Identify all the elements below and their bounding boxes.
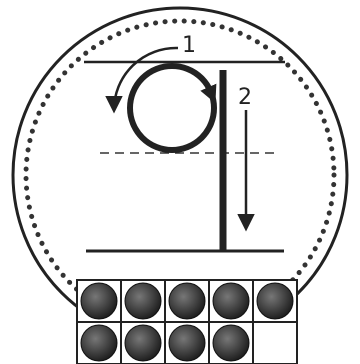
counter-dot (213, 325, 249, 361)
step-label-1: 1 (182, 33, 196, 58)
counter-dot (81, 283, 117, 319)
counter-dot (125, 283, 161, 319)
counter-dot (169, 325, 205, 361)
counter-dot (257, 283, 293, 319)
ten-frame (77, 280, 297, 364)
step-label-2: 2 (238, 85, 252, 110)
counter-dot (125, 325, 161, 361)
counter-dot (81, 325, 117, 361)
counter-dot (169, 283, 205, 319)
counter-dot (213, 283, 249, 319)
